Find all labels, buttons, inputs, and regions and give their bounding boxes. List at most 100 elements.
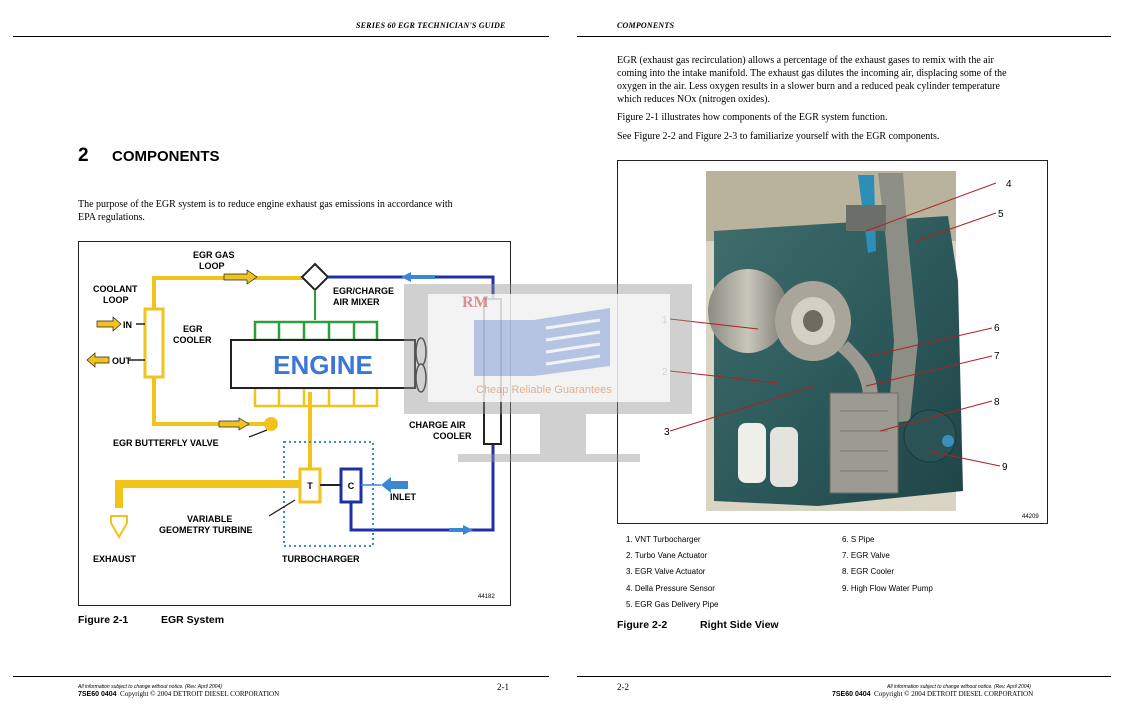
intro-line: EPA regulations. (78, 212, 145, 223)
label-coolant-loop: LOOP (103, 295, 129, 305)
egr-cooler (829, 392, 899, 494)
engine-intake-manifold (253, 320, 379, 342)
right-page-header: COMPONENTS (617, 21, 675, 30)
right-footer-line: 7SE60 0404 Copyright © 2004 DETROIT DIES… (832, 690, 1033, 698)
legend-item: 7. EGR Valve (842, 551, 890, 561)
legend-item: 6. S Pipe (842, 535, 875, 544)
label-egr-gas: EGR GAS (193, 250, 235, 260)
charge-air-loop-lines (328, 275, 495, 532)
coolant-out-arrow (86, 352, 110, 368)
engine-photo: 1 2 3 4 5 6 7 8 9 44209 (662, 171, 1039, 520)
label-variable: VARIABLE (187, 514, 232, 524)
label-inlet: INLET (390, 492, 417, 502)
label-turbine-t: T (307, 481, 313, 491)
right-side-view-figure: 1 2 3 4 5 6 7 8 9 44209 (617, 160, 1048, 524)
engine-fan-lower (415, 363, 427, 393)
callout-9: 9 (1002, 462, 1008, 473)
callout-7: 7 (994, 351, 1000, 362)
label-egr: EGR (183, 324, 203, 334)
paragraph-line: oxygen in the air. Less oxygen results i… (617, 81, 1000, 92)
s-pipe (838, 341, 878, 403)
label-coolant: COOLANT (93, 284, 138, 294)
engine-block (230, 339, 416, 389)
egr-delivery-pipe (878, 173, 918, 423)
egr-butterfly-valve (264, 417, 278, 431)
label-engine: ENGINE (273, 350, 373, 380)
watermark-stand (540, 414, 586, 454)
watermark-panel (428, 294, 670, 402)
egr-system-diagram: EGR GAS LOOP COOLANT LOOP IN OUT EGR COO… (86, 250, 502, 600)
left-footer-line: 7SE60 0404 Copyright © 2004 DETROIT DIES… (78, 690, 279, 698)
intro-line: The purpose of the EGR system is to redu… (78, 199, 453, 210)
label-compressor-c: C (348, 481, 355, 491)
left-footer-note: All information subject to change withou… (78, 684, 222, 690)
callout-4: 4 (1006, 179, 1012, 190)
paragraph-line: which reduces NOx (nitrogen oxides). (617, 94, 771, 105)
left-page-number: 2-1 (497, 682, 509, 692)
paragraph-line: coming into the intake manifold. The exh… (617, 68, 1007, 79)
callout-3: 3 (664, 427, 670, 438)
legend-left-column: 1. VNT Turbocharger 2. Turbo Vane Actuat… (626, 532, 718, 613)
engine-exhaust-manifold (253, 386, 379, 408)
label-out: OUT (112, 356, 132, 366)
exhaust-arrow (110, 515, 128, 540)
fuel-filter-1 (738, 423, 766, 483)
figure-2-1-number: Figure 2-1 (78, 614, 129, 626)
chapter-title: COMPONENTS (112, 148, 220, 165)
chapter-number: 2 (78, 145, 89, 166)
egr-flow-arrow-top (223, 269, 258, 285)
coolant-in-arrow (96, 316, 122, 332)
intro-paragraph: The purpose of the EGR system is to redu… (78, 198, 518, 224)
label-egr-butterfly-valve: EGR BUTTERFLY VALVE (113, 438, 219, 448)
label-exhaust: EXHAUST (93, 554, 137, 564)
label-egr-charge: EGR/CHARGE (333, 286, 394, 296)
legend-item: 3. EGR Valve Actuator (626, 567, 706, 577)
fuel-filter-2 (770, 427, 798, 487)
legend-item: 2. Turbo Vane Actuator (626, 551, 708, 561)
right-paragraph-2: Figure 2-1 illustrates how components of… (617, 112, 888, 123)
egr-cooler-box (143, 307, 165, 379)
water-pump (903, 409, 957, 463)
charge-air-arrow-top (401, 272, 435, 282)
right-footer-code: 7SE60 0404 (832, 691, 871, 698)
right-page-number: 2-2 (617, 682, 629, 692)
left-footer-rule (13, 676, 549, 677)
charge-air-arrow-bottom (449, 525, 473, 535)
label-geometry-turbine: GEOMETRY TURBINE (159, 525, 253, 535)
legend-item: 5. EGR Gas Delivery Pipe (626, 599, 719, 609)
label-charge-air: CHARGE AIR (409, 420, 466, 430)
legend-item: 1. VNT Turbocharger (626, 535, 701, 544)
figure-id-44182: 44182 (478, 594, 495, 600)
egr-charge-air-mixer (300, 262, 330, 292)
legend-item: 9. High Flow Water Pump (842, 583, 933, 593)
watermark-logo (472, 306, 612, 380)
label-cooler: COOLER (173, 335, 212, 345)
label-turbocharger: TURBOCHARGER (282, 554, 360, 564)
right-footer-copyright: Copyright © 2004 DETROIT DIESEL CORPORAT… (874, 690, 1034, 698)
figure-2-2-number: Figure 2-2 (617, 619, 668, 631)
callout-lines (669, 182, 1001, 467)
legend-right-column: 6. S Pipe 7. EGR Valve 8. EGR Cooler 9. … (842, 532, 933, 597)
figure-2-1-title: EGR System (161, 614, 225, 626)
turbocharger-housing (708, 269, 788, 353)
inlet-arrow (381, 477, 408, 493)
left-header-rule (13, 36, 549, 37)
legend-item: 8. EGR Cooler (842, 567, 895, 577)
right-header-rule (577, 36, 1111, 37)
right-paragraph-3: See Figure 2-2 and Figure 2-3 to familia… (617, 131, 940, 142)
paragraph-line: EGR (exhaust gas recirculation) allows a… (617, 55, 994, 66)
left-footer-code: 7SE60 0404 (78, 691, 117, 698)
legend-item: 4. Della Pressure Sensor (626, 583, 715, 593)
right-footer-rule (577, 676, 1111, 677)
label-loop: LOOP (199, 261, 225, 271)
watermark-tagline: Cheap Reliable Guarantees (476, 384, 612, 396)
callout-8: 8 (994, 397, 1000, 408)
exhaust-pipe (115, 480, 300, 508)
left-page-header: SERIES 60 EGR TECHNICIAN'S GUIDE (356, 21, 506, 30)
callout-5: 5 (998, 209, 1004, 220)
turbocharger-outline (283, 441, 374, 547)
right-footer-note: All information subject to change withou… (887, 684, 1031, 690)
watermark-logo-text: RM (462, 294, 489, 311)
figure-id-44209: 44209 (1022, 514, 1039, 520)
callout-6: 6 (994, 323, 1000, 334)
